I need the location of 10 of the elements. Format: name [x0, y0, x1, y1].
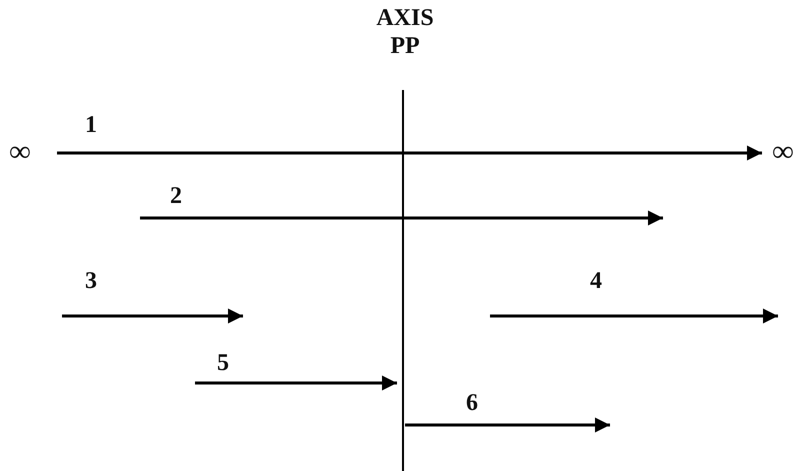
arrow-number: 2 [170, 183, 182, 211]
axis-label: AXIS PP [375, 5, 435, 60]
arrow-number: 3 [85, 268, 97, 296]
infinity-symbol: ∞ [9, 137, 31, 167]
arrow-number: 5 [217, 350, 229, 378]
edge-label: 1 [85, 112, 97, 140]
infinity-symbol: ∞ [772, 137, 794, 167]
arrow [57, 146, 762, 160]
arrow-number: 6 [466, 390, 478, 418]
arrow-number: 4 [590, 268, 602, 296]
